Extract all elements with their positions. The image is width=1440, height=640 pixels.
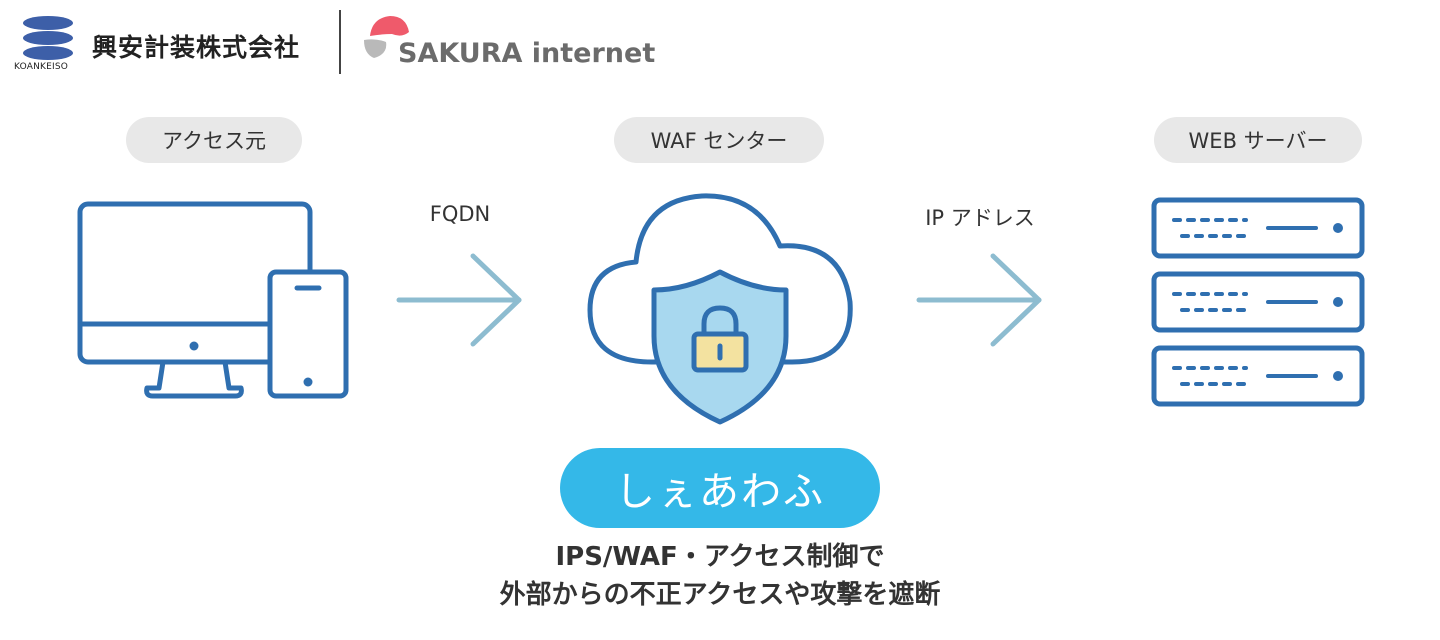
- caption-line-1: IPS/WAF・アクセス制御で: [555, 542, 885, 572]
- server-rack-icon: [1151, 197, 1365, 407]
- partner-name: SAKURA internet: [398, 38, 656, 69]
- company-logo: [18, 14, 78, 74]
- arrow-right-icon: [396, 253, 522, 347]
- monitor-phone-icon: [77, 201, 349, 399]
- koan-logo-icon: [23, 16, 73, 60]
- sakura-logo-icon: [364, 16, 409, 58]
- service-caption: IPS/WAF・アクセス制御で 外部からの不正アクセスや攻撃を遮断: [420, 538, 1020, 614]
- cloud-shield-lock-icon: [587, 193, 853, 425]
- service-name-badge: しぇあわふ: [560, 448, 880, 528]
- waf-label-pill: WAF センター: [614, 117, 824, 163]
- company-name: 興安計装株式会社: [92, 33, 301, 62]
- source-label-pill: アクセス元: [126, 117, 302, 163]
- server-label-pill: WEB サーバー: [1154, 117, 1362, 163]
- fqdn-label: FQDN: [429, 202, 491, 226]
- company-sub-name: KOANKEISO: [14, 62, 69, 72]
- caption-line-2: 外部からの不正アクセスや攻撃を遮断: [499, 580, 941, 610]
- arrow-right-icon: [916, 253, 1042, 347]
- header-divider: [339, 10, 341, 74]
- ip-address-label: IP アドレス: [925, 206, 1035, 230]
